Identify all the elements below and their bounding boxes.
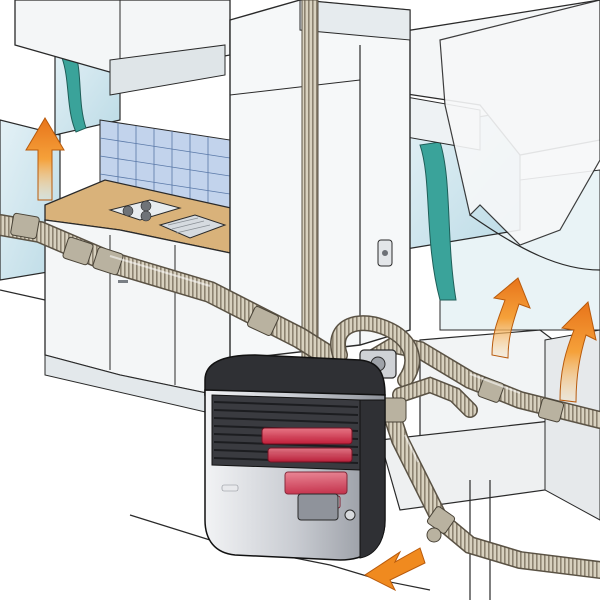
down-left-arrow-icon: [363, 547, 426, 592]
kitchen-counter: [44, 179, 241, 256]
flue-pipe: [301, 0, 319, 371]
duct-highlights: [109, 255, 521, 463]
warm-air-arrows: [25, 117, 597, 592]
sink: [158, 214, 227, 239]
burner-icon: [122, 205, 134, 217]
up-arrow-icon: [491, 277, 531, 359]
control-knob-icon: [344, 509, 356, 521]
burner-icon: [140, 200, 152, 212]
gas-heater: [204, 354, 386, 561]
curtain-right: [419, 141, 457, 301]
tall-wardrobe: [229, 0, 411, 361]
burner-icon: [140, 210, 152, 222]
up-arrow-icon: [559, 300, 597, 403]
up-arrow-icon: [25, 117, 65, 201]
burner-unit: [297, 493, 339, 521]
brand-badge-icon: [221, 484, 239, 492]
upper-cabinets-right: [379, 0, 600, 271]
curtain-left: [61, 54, 87, 133]
upper-cabinets-left: [14, 0, 231, 96]
